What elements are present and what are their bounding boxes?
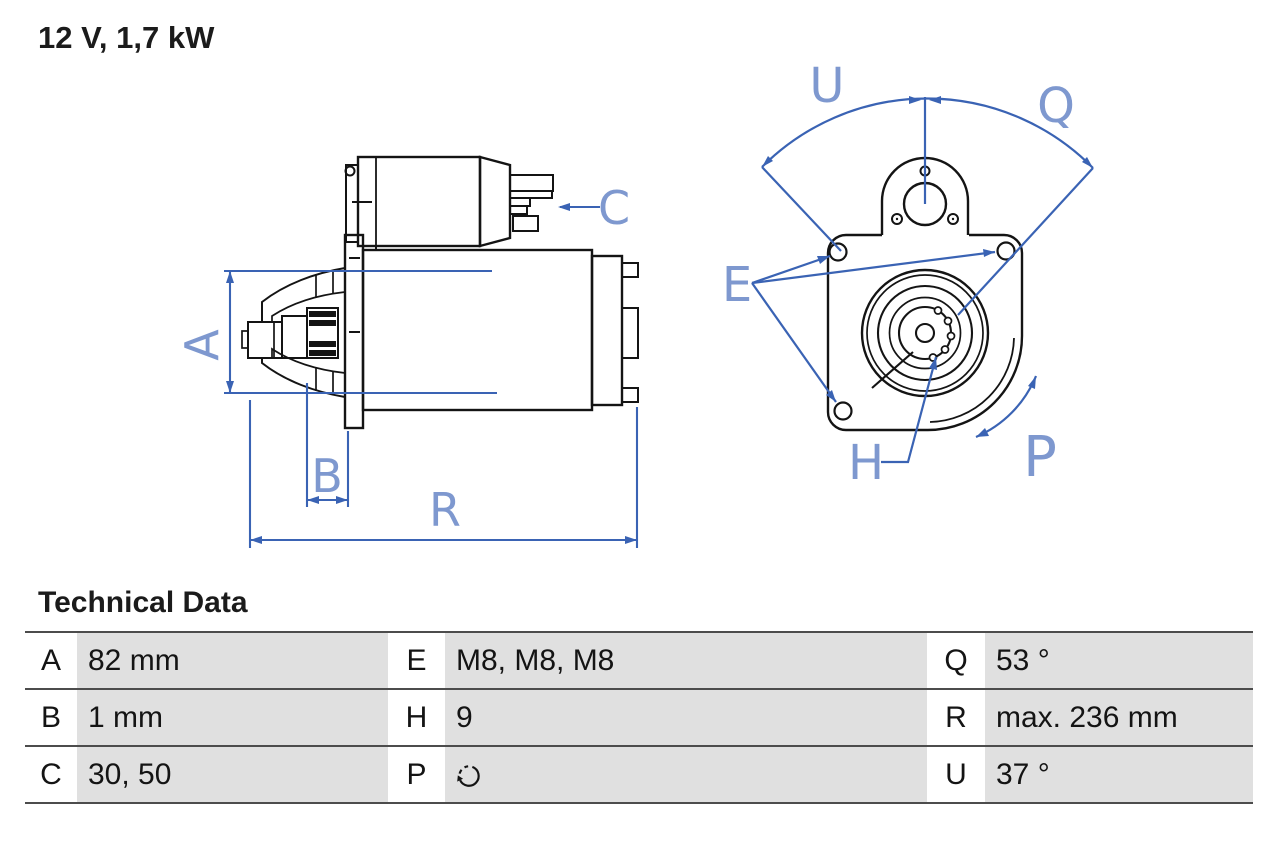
pinion-gear bbox=[306, 307, 339, 359]
table-value-cell-c: 30, 50 bbox=[77, 747, 388, 802]
rotation-direction-icon bbox=[457, 764, 480, 787]
table-row: B 1 mm H 9 R max. 236 mm bbox=[25, 688, 1253, 745]
table-value-cell-b: 1 mm bbox=[77, 690, 388, 745]
dim-label-b: B bbox=[311, 449, 343, 503]
table-value-cell-p bbox=[445, 747, 927, 802]
table-value-cell-q: 53 ° bbox=[985, 633, 1253, 688]
dimension-e-leaders bbox=[751, 249, 996, 403]
front-bore bbox=[860, 268, 990, 398]
dim-label-r: R bbox=[429, 483, 461, 537]
side-view-dimensions bbox=[224, 203, 639, 548]
table-value-cell-e: M8, M8, M8 bbox=[445, 633, 927, 688]
table-value-cell-h: 9 bbox=[445, 690, 927, 745]
value-text: 53 ° bbox=[996, 643, 1050, 677]
table-key-cell-r: R bbox=[927, 690, 985, 745]
table-key-cell-u: U bbox=[927, 747, 985, 802]
front-view-drawing bbox=[826, 156, 1024, 432]
table-value-cell-u: 37 ° bbox=[985, 747, 1253, 802]
dimension-r bbox=[248, 400, 639, 548]
dim-label-a: A bbox=[175, 329, 229, 361]
dimension-uq-arc bbox=[761, 96, 1094, 316]
dimension-a bbox=[224, 269, 497, 395]
value-text: 30, 50 bbox=[88, 757, 172, 791]
value-text: 82 mm bbox=[88, 643, 180, 677]
table-key-cell-a: A bbox=[25, 633, 77, 688]
value-text: max. 236 mm bbox=[996, 700, 1178, 734]
solenoid bbox=[344, 155, 512, 251]
value-text: M8, M8, M8 bbox=[456, 643, 615, 677]
pinion-drive-end bbox=[241, 267, 346, 398]
value-text: 9 bbox=[456, 700, 473, 734]
front-view-dimensions bbox=[751, 96, 1094, 464]
technical-data-heading: Technical Data bbox=[38, 586, 248, 619]
table-key-cell-q: Q bbox=[927, 633, 985, 688]
starter-motor-technical-drawing: A B C R bbox=[175, 58, 1094, 548]
table-row: A 82 mm E M8, M8, M8 Q 53 ° bbox=[25, 631, 1253, 688]
page-title: 12 V, 1,7 kW bbox=[38, 20, 215, 55]
solenoid-terminals bbox=[509, 174, 554, 232]
dim-label-u: U bbox=[809, 58, 844, 114]
dim-label-q: Q bbox=[1037, 78, 1075, 134]
table-value-cell-r: max. 236 mm bbox=[985, 690, 1253, 745]
table-key-cell-b: B bbox=[25, 690, 77, 745]
dim-label-c: C bbox=[598, 181, 630, 235]
table-key-cell-e: E bbox=[388, 633, 445, 688]
technical-data-table: A 82 mm E M8, M8, M8 Q 53 ° B 1 mm H 9 R… bbox=[25, 631, 1253, 804]
table-row: C 30, 50 P U 37 ° bbox=[25, 745, 1253, 804]
dimension-c bbox=[558, 203, 600, 211]
value-text: 37 ° bbox=[996, 757, 1050, 791]
table-key-cell-c: C bbox=[25, 747, 77, 802]
motor-body bbox=[361, 248, 639, 412]
table-key-cell-h: H bbox=[388, 690, 445, 745]
mounting-flange bbox=[343, 233, 365, 430]
dim-label-h: H bbox=[848, 435, 884, 491]
mounting-bolt-holes bbox=[828, 241, 1016, 421]
front-housing-outline bbox=[826, 233, 1024, 432]
dim-label-e: E bbox=[722, 257, 752, 313]
dimension-p-rotation-arrow bbox=[975, 375, 1038, 439]
side-view-dimension-labels: A B C R bbox=[175, 181, 630, 537]
dim-label-p: P bbox=[1023, 425, 1057, 490]
front-view-dimension-labels: U Q E H P bbox=[722, 58, 1075, 491]
side-view-drawing bbox=[241, 155, 639, 430]
dimension-h-leader bbox=[881, 356, 938, 464]
dimension-b bbox=[305, 383, 350, 507]
value-text: 1 mm bbox=[88, 700, 163, 734]
table-key-cell-p: P bbox=[388, 747, 445, 802]
table-value-cell-a: 82 mm bbox=[77, 633, 388, 688]
